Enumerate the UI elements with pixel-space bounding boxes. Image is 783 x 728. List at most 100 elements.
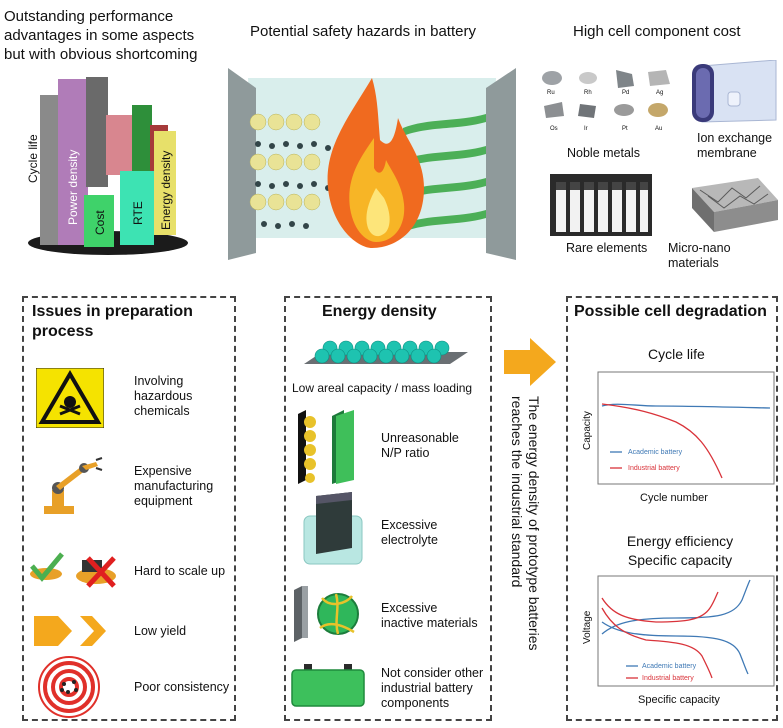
- energy-density-bar: [154, 131, 176, 235]
- industrial-capacity-line: [601, 403, 723, 479]
- micro-nano-materials-image: [692, 178, 778, 232]
- performance-bar-illustration: Cycle life Power density Cost RTE Energy…: [26, 77, 188, 255]
- metal-symbol: Os: [550, 126, 558, 132]
- energy-density-panel: [284, 296, 492, 721]
- issues-panel-title-line: process: [32, 323, 94, 340]
- issue-item-yield: Low yield: [134, 624, 187, 638]
- metal-symbols-row-1: Ru Rh Pd Ag: [538, 90, 678, 100]
- metal-symbols-row-2: Os Ir Pt Au: [538, 126, 678, 136]
- issue-item-equipment: Expensive manufacturing equipment: [134, 464, 213, 509]
- issue-item-scale: Hard to scale up: [134, 564, 226, 578]
- power-density-label: Power density: [66, 150, 80, 225]
- ion-exchange-label-line: Ion exchange: [697, 131, 773, 145]
- issue-line: equipment: [134, 494, 193, 508]
- issues-panel-title: Issues in preparation process: [32, 302, 193, 342]
- specific-capacity-axis-label: Specific capacity: [638, 694, 720, 706]
- fire-icon: [327, 78, 424, 248]
- metal-symbol: Pd: [622, 90, 630, 96]
- battery-fire-illustration: [228, 68, 516, 260]
- middle-heading: Potential safety hazards in battery: [250, 23, 476, 40]
- energy-density-panel-title: Energy density: [322, 303, 437, 320]
- ion-exchange-membrane-image: [692, 60, 777, 123]
- issue-line: hazardous: [134, 389, 193, 403]
- capacity-axis-label: Capacity: [582, 411, 593, 450]
- inactive-materials-label: Excessive inactive materials: [381, 601, 478, 631]
- issue-line: chemicals: [134, 404, 190, 418]
- other-components-line: Not consider other: [381, 666, 484, 680]
- low-areal-label: Low areal capacity / mass loading: [292, 381, 473, 395]
- inactive-materials-line: inactive materials: [381, 616, 478, 630]
- inactive-materials-line: Excessive: [381, 601, 438, 615]
- voltage-chart: Voltage Specific capacity Academic batte…: [582, 575, 775, 706]
- issue-item-consistency: Poor consistency: [134, 680, 230, 694]
- prototype-statement-line: reaches the industrial standard: [509, 396, 525, 588]
- chart2-title-line: Energy efficiency: [626, 533, 734, 549]
- issues-preparation-panel: [22, 296, 236, 721]
- np-ratio-label: Unreasonable N/P ratio: [381, 431, 459, 461]
- industrial-legend-1: Industrial battery: [628, 465, 680, 472]
- metal-symbol: Rh: [584, 90, 592, 96]
- cycle-life-label: Cycle life: [26, 134, 40, 183]
- metal-symbol: Ag: [656, 90, 664, 96]
- issues-panel-title-line: Issues in preparation: [32, 303, 193, 320]
- check-icon: [30, 552, 64, 582]
- prototype-statement-line: The energy density of prototype batterie…: [526, 396, 542, 651]
- academic-capacity-line: [601, 403, 771, 409]
- academic-discharge-curve: [601, 621, 749, 675]
- other-components-line: components: [381, 696, 450, 710]
- rte-bar: [120, 171, 154, 245]
- issue-line: Expensive: [134, 464, 192, 478]
- voltage-axis-label: Voltage: [582, 610, 593, 644]
- rare-elements-label: Rare elements: [566, 241, 648, 255]
- cycle-life-bar: [40, 95, 62, 245]
- anode-particles: [249, 113, 321, 211]
- metal-symbol: Ru: [547, 90, 555, 96]
- metal-symbol: Au: [655, 126, 663, 132]
- cross-icon: [86, 556, 116, 588]
- ion-dots: [255, 141, 331, 229]
- cycle-life-chart-title: Cycle life: [648, 346, 705, 362]
- industrial-legend-2: Industrial battery: [642, 675, 694, 682]
- industrial-charge-curve: [601, 591, 719, 623]
- electrolyte-label: Excessive electrolyte: [381, 518, 438, 548]
- noble-metals-label: Noble metals: [567, 146, 640, 160]
- ion-exchange-label: Ion exchange membrane: [697, 131, 772, 161]
- academic-legend-2: Academic battery: [642, 663, 697, 670]
- electrolyte-beaker-icon: [303, 492, 363, 565]
- energy-efficiency-chart-title: Energy efficiency Specific capacity: [620, 532, 740, 570]
- micro-nano-label: Micro-nano materials: [668, 241, 731, 270]
- target-icon: [38, 656, 100, 718]
- left-heading-line: advantages in some aspects: [4, 27, 195, 44]
- electrolyte-line: Excessive: [381, 518, 438, 532]
- cost-label: Cost: [93, 210, 107, 235]
- hazard-warning-icon: [36, 368, 104, 428]
- ion-exchange-label-line: membrane: [697, 146, 757, 160]
- electrolyte-line: electrolyte: [381, 533, 438, 547]
- chart2-title-line: Specific capacity: [627, 552, 733, 568]
- other-components-label: Not consider other industrial battery co…: [381, 666, 483, 711]
- issue-line: Involving: [134, 374, 184, 388]
- left-heading-line: but with obvious shortcoming: [4, 46, 198, 63]
- cost-bar: [84, 195, 114, 247]
- anode-plate: [228, 68, 256, 260]
- battery-pack-icon: [291, 664, 365, 707]
- cycle-number-axis-label: Cycle number: [640, 492, 708, 504]
- rare-elements-image: [550, 174, 652, 236]
- transition-arrow-icon: [504, 338, 556, 386]
- power-density-bar: [58, 79, 88, 245]
- left-heading-line: Outstanding performance: [4, 8, 174, 25]
- other-components-line: industrial battery: [381, 681, 473, 695]
- academic-charge-curve: [601, 579, 751, 635]
- noble-metals-image: [542, 70, 670, 118]
- energy-density-label: Energy density: [159, 151, 173, 230]
- left-heading: Outstanding performance advantages in so…: [4, 7, 197, 64]
- np-ratio-line: Unreasonable: [381, 431, 459, 445]
- metal-symbol: Pt: [622, 126, 628, 132]
- academic-legend-1: Academic battery: [628, 449, 683, 456]
- industrial-discharge-curve: [601, 607, 713, 679]
- right-heading: High cell component cost: [573, 23, 741, 40]
- inactive-materials-icon: [294, 586, 359, 642]
- scale-up-icon: [30, 552, 116, 588]
- cell-degradation-panel: [566, 296, 778, 721]
- low-loading-electrode-icon: [304, 340, 468, 364]
